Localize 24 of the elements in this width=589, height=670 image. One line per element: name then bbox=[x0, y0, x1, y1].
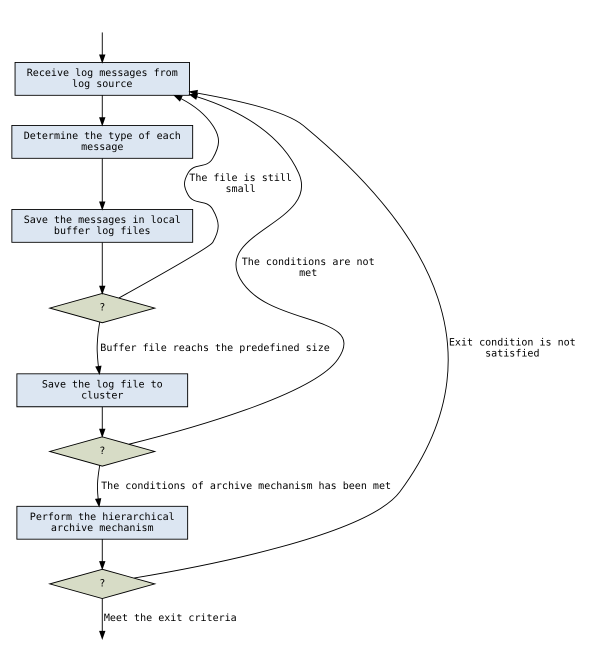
node-diamond: ? bbox=[48, 568, 156, 598]
arrow bbox=[94, 464, 102, 508]
node-diamond: ? bbox=[48, 292, 156, 323]
edge-label: Exit condition is not satisfied bbox=[448, 336, 576, 359]
arrow bbox=[99, 406, 106, 438]
arrow bbox=[95, 321, 102, 375]
node-box: Perform the hierarchical archive mechanism bbox=[16, 505, 188, 540]
arrow bbox=[99, 242, 106, 294]
node-box: Save the log file to cluster bbox=[16, 372, 188, 407]
arrow bbox=[99, 538, 106, 570]
edge-label: The conditions of archive mechanism has been met bbox=[101, 480, 392, 492]
node-box: Save the messages in local buffer log files bbox=[11, 208, 194, 242]
arrow bbox=[99, 598, 106, 640]
node-box: Determine the type of each message bbox=[11, 124, 194, 158]
edge-label: Meet the exit criteria bbox=[104, 612, 237, 624]
edge-label: The file is still small bbox=[189, 172, 292, 194]
arrow bbox=[99, 31, 106, 64]
edge-label: Buffer file reachs the predefined size bbox=[100, 342, 330, 354]
arrow bbox=[99, 158, 106, 210]
node-diamond: ? bbox=[48, 436, 156, 466]
edge-label: The conditions are not met bbox=[242, 256, 375, 278]
node-box: Receive log messages from log source bbox=[14, 61, 190, 96]
arrow bbox=[99, 94, 106, 126]
arrow bbox=[133, 89, 449, 578]
